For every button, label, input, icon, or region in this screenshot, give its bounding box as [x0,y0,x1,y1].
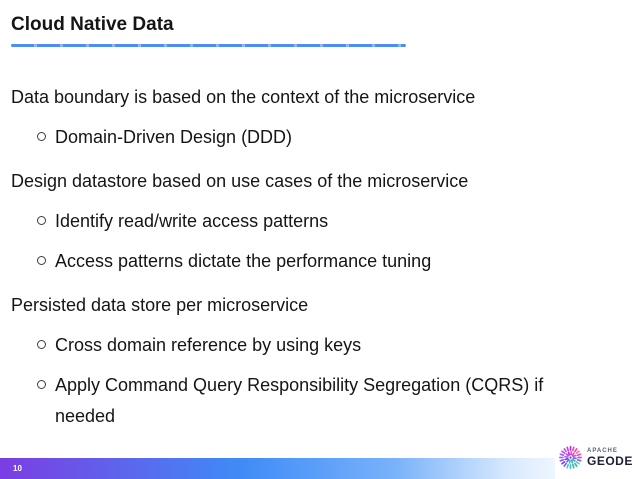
bullet-item: Cross domain reference by using keys [11,330,627,361]
bullet-text: Domain-Driven Design (DDD) [55,127,293,147]
slide-title: Cloud Native Data [11,14,174,35]
bullet-text: Cross domain reference by using keys [55,335,362,355]
hollow-circle-bullet-icon [37,256,46,265]
bullet-item: Design datastore based on use cases of t… [11,166,627,197]
bullet-item: Persisted data store per microservice [11,290,627,321]
hollow-circle-bullet-icon [37,340,46,349]
bullet-text: Apply Command Query Responsibility Segre… [55,375,544,426]
page-number: 10 [13,464,22,473]
title-underline-accent [11,44,406,47]
hollow-circle-bullet-icon [37,380,46,389]
bullet-text: Data boundary is based on the context of… [11,87,476,107]
bullet-text: Access patterns dictate the performance … [55,251,432,271]
apache-geode-logo: APACHE GEODE [555,436,638,479]
bullet-item: Domain-Driven Design (DDD) [11,122,627,153]
logo-apache-label: APACHE [587,448,618,454]
bullet-item: Apply Command Query Responsibility Segre… [11,370,627,432]
hollow-circle-bullet-icon [37,216,46,225]
geode-starburst-icon [559,446,582,469]
logo-text: APACHE GEODE [587,448,633,467]
bullet-item: Identify read/write access patterns [11,206,627,237]
bullet-list: Data boundary is based on the context of… [11,82,627,432]
footer-gradient-bar [0,458,638,479]
logo-geode-label: GEODE [587,454,633,468]
hollow-circle-bullet-icon [37,132,46,141]
bullet-text: Persisted data store per microservice [11,295,309,315]
bullet-item: Data boundary is based on the context of… [11,82,627,113]
bullet-text: Identify read/write access patterns [55,211,329,231]
bullet-text: Design datastore based on use cases of t… [11,171,469,191]
bullet-item: Access patterns dictate the performance … [11,246,627,277]
